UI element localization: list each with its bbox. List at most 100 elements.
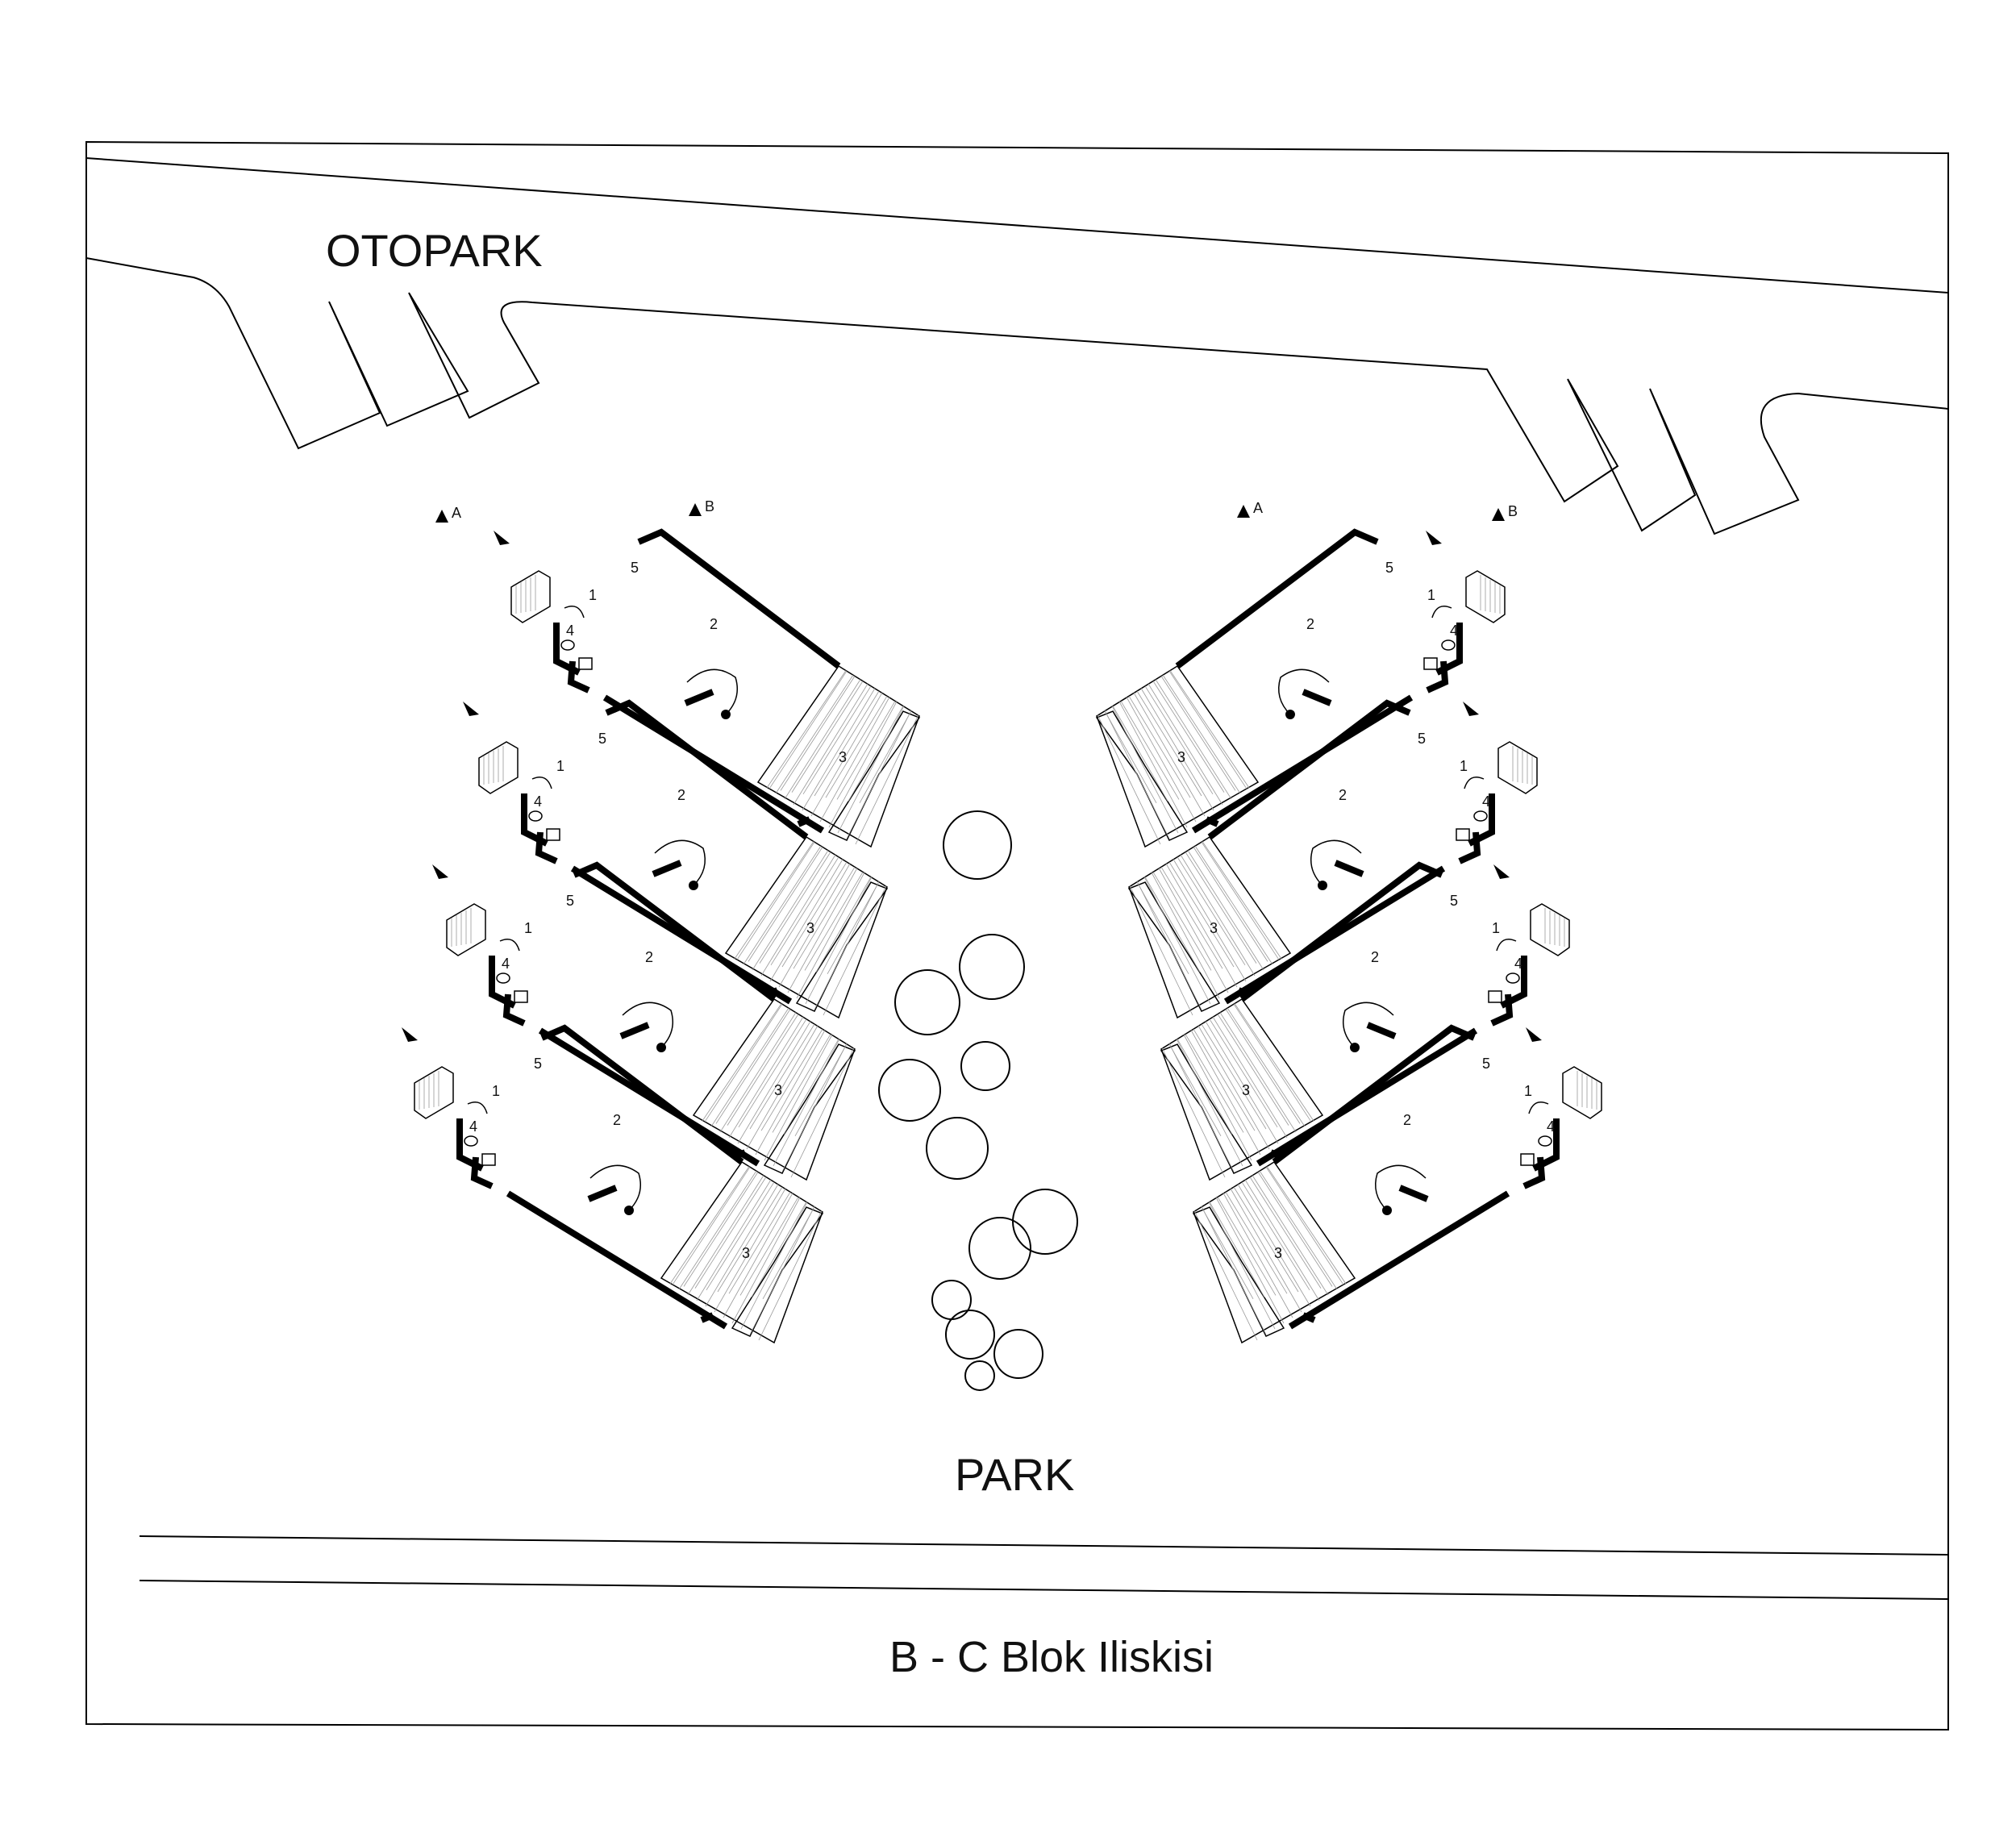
door-swing: [531, 777, 552, 789]
grid-b: [1161, 1047, 1226, 1178]
spiral-stair: [589, 1164, 641, 1211]
room-label-5: 5: [1482, 1056, 1490, 1072]
grid-b: [823, 885, 887, 1016]
terrace-outline: [692, 997, 856, 1181]
door-swing: [467, 1102, 488, 1114]
arrow-head: [1463, 702, 1479, 716]
entrance-arrow-5: [1426, 531, 1442, 545]
grid-b: [764, 1034, 833, 1161]
section-mark-3: A: [1237, 500, 1263, 518]
grid-b: [790, 1047, 855, 1178]
grid-a: [1257, 1172, 1333, 1287]
wall-left: [1426, 660, 1449, 693]
room-label-3: 3: [1242, 1082, 1250, 1098]
grid-b: [819, 697, 890, 823]
entrance-arrow-4: [402, 1027, 418, 1042]
wall-bottom: [1256, 1027, 1478, 1167]
grid-a: [683, 1172, 759, 1287]
grid-b: [719, 1012, 797, 1133]
grid-b: [1155, 679, 1232, 800]
spiral-stair: [1375, 1164, 1427, 1211]
grid-b: [1190, 1030, 1261, 1156]
wall-bottom: [506, 1190, 728, 1330]
room-label-5: 5: [598, 731, 606, 747]
grid-b: [1198, 1025, 1270, 1150]
stair-core: [624, 1206, 634, 1215]
room-label-5: 5: [1450, 893, 1458, 909]
wall-stair: [684, 689, 714, 706]
wall-top: [540, 1024, 744, 1165]
grid-b: [734, 841, 814, 960]
terrace-edge: [1160, 1043, 1253, 1174]
room-label-5: 5: [534, 1056, 542, 1072]
grid-a: [1168, 1043, 1222, 1136]
park-label: PARK: [955, 1449, 1074, 1500]
grid-b: [1230, 1188, 1302, 1313]
grid-a: [1152, 872, 1212, 971]
tree-5: [960, 1041, 1010, 1091]
stair-core: [721, 710, 731, 719]
tree-7: [968, 1217, 1031, 1280]
room-label-1: 1: [524, 920, 532, 936]
entrance-arrow-7: [1493, 864, 1510, 879]
grid-a: [804, 872, 864, 971]
grid-b: [758, 1210, 823, 1341]
grid-a: [1249, 1177, 1322, 1289]
grid-a: [736, 841, 815, 960]
tree-12: [931, 1280, 972, 1320]
terrace-outline: [1096, 664, 1260, 848]
grid-a: [704, 1003, 783, 1122]
terrace-edge: [1095, 710, 1189, 841]
entrance-stair: [1465, 570, 1506, 623]
room-label-2: 2: [613, 1112, 621, 1128]
grid-a: [728, 1191, 791, 1294]
grid-a: [1217, 1197, 1277, 1296]
grid-b: [743, 845, 822, 965]
room-label-1: 1: [1524, 1083, 1532, 1099]
spiral-stair: [622, 1002, 673, 1048]
wall-left: [1490, 993, 1514, 1027]
spiral-stair: [1278, 668, 1330, 715]
grid-a: [802, 685, 872, 795]
grid-a: [1136, 690, 1202, 797]
wall-bottom: [538, 1027, 760, 1167]
trees: [878, 810, 1078, 1391]
tree-10: [993, 1329, 1043, 1379]
grid-b: [731, 1197, 801, 1324]
grid-a: [1168, 861, 1235, 968]
arrow-head: [402, 1027, 418, 1042]
wall-bottom: [1288, 1190, 1510, 1330]
wall-left: [470, 1156, 494, 1189]
room-label-5: 5: [1418, 731, 1426, 747]
room-label-3: 3: [742, 1245, 750, 1261]
wc-fixture: [1441, 639, 1456, 651]
wc-fixture: [1473, 810, 1488, 822]
parking-label: OTOPARK: [326, 225, 543, 276]
entrance-stair: [446, 903, 486, 956]
stair-core: [689, 881, 698, 890]
grid-a: [1128, 695, 1191, 798]
grid-a: [1185, 852, 1257, 964]
tree-4: [878, 1059, 941, 1122]
sink: [1488, 990, 1502, 1003]
grid-a: [1233, 1003, 1312, 1122]
wc-fixture: [464, 1135, 478, 1147]
grid-b: [1227, 1007, 1306, 1127]
wall-wc: [489, 956, 516, 1009]
grid-a: [1136, 881, 1189, 974]
room-label-2: 2: [677, 787, 685, 803]
room-label-4: 4: [1547, 1118, 1555, 1135]
grid-a: [827, 881, 880, 974]
grid-a: [836, 701, 896, 800]
grid-a: [760, 1028, 823, 1131]
room-label-1: 1: [492, 1083, 500, 1099]
grid-a: [1209, 1018, 1278, 1128]
wall-left: [502, 993, 526, 1027]
grid-b: [796, 872, 865, 999]
spiral-stair: [686, 668, 738, 715]
spiral-stair: [1343, 1002, 1394, 1048]
grid-a: [1193, 847, 1268, 962]
grid-b: [769, 859, 843, 982]
